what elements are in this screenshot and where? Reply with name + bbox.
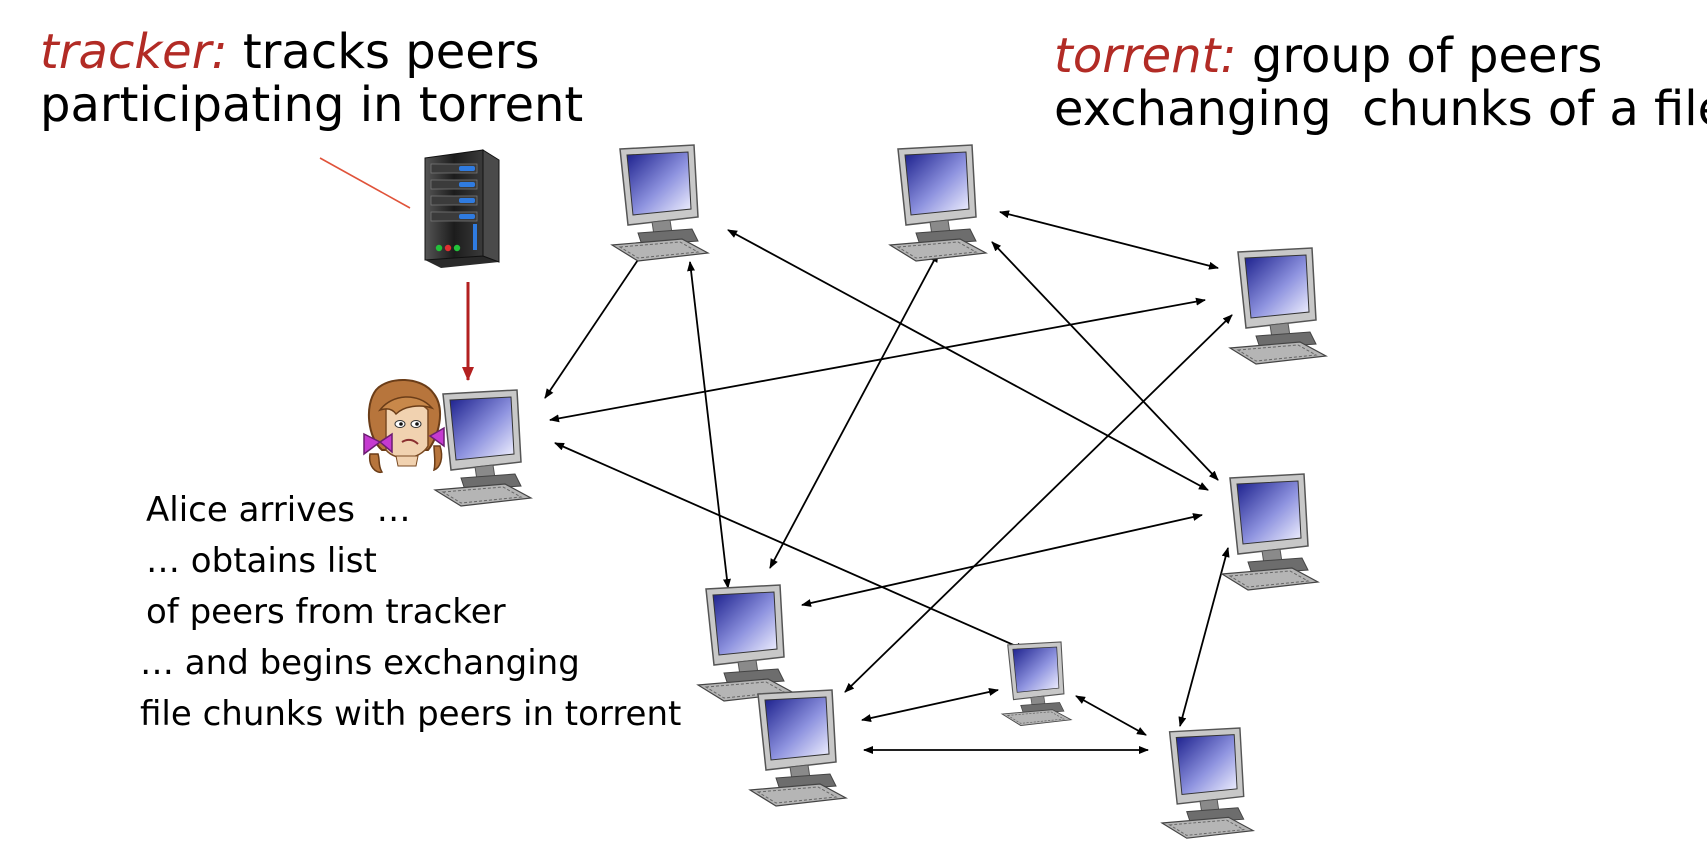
edge-peer7-peer8 xyxy=(861,688,999,722)
edge-peer8-peer9 xyxy=(1075,695,1147,736)
tracker-caption-line2: participating in torrent xyxy=(40,76,584,133)
tracker-caption-pointer xyxy=(319,157,411,209)
alice-caption-line-2: … obtains list xyxy=(146,541,377,581)
tracker-server-icon xyxy=(424,149,500,268)
alice-person-icon xyxy=(363,378,445,474)
tracker-caption-rest: tracks peers xyxy=(227,24,540,80)
torrent-caption-line2: exchanging chunks of a file xyxy=(1054,80,1707,137)
peer-7-computer-icon xyxy=(749,689,847,807)
peer-4-computer-icon xyxy=(1229,247,1327,365)
torrent-term: torrent: xyxy=(1054,28,1237,84)
peer-1-computer-icon xyxy=(611,144,709,262)
peer-8-computer-icon xyxy=(1001,641,1072,727)
alice-caption: Alice arrives … … obtains list of peers … xyxy=(140,485,681,740)
edge-peer1-peer6 xyxy=(687,261,731,589)
alice-caption-line-3: of peers from tracker xyxy=(146,592,506,632)
edge-peer2-peer4 xyxy=(999,210,1219,270)
alice-caption-line-4: … and begins exchanging xyxy=(140,643,580,683)
torrent-caption-line1: torrent: group of peers xyxy=(1054,30,1707,83)
edge-peer5-peer6 xyxy=(801,513,1203,607)
torrent-caption: torrent: group of peers exchanging chunk… xyxy=(1054,30,1707,136)
edge-peer4-peer7 xyxy=(844,314,1233,693)
torrent-caption-rest: group of peers xyxy=(1236,28,1603,84)
edge-alice-peer1 xyxy=(544,244,649,399)
alice-caption-line-1: Alice arrives … xyxy=(146,490,411,530)
tracker-term: tracker: xyxy=(40,24,228,80)
peer-9-computer-icon xyxy=(1161,727,1254,839)
peer-6-computer-icon xyxy=(697,584,795,702)
alice-caption-line-5: file chunks with peers in torrent xyxy=(140,694,682,734)
peer-2-computer-icon xyxy=(889,144,987,262)
tracker-caption: tracker: tracks peers participating in t… xyxy=(40,26,583,132)
edge-peer1-peer5 xyxy=(727,229,1209,491)
peer-5-computer-icon xyxy=(1221,473,1319,591)
tracker-caption-line1: tracker: tracks peers xyxy=(40,26,583,79)
peer-connections xyxy=(544,210,1233,754)
edge-peer5-peer9 xyxy=(1178,547,1230,727)
edge-alice-peer4 xyxy=(549,297,1206,423)
edge-peer2-peer6 xyxy=(769,252,939,569)
